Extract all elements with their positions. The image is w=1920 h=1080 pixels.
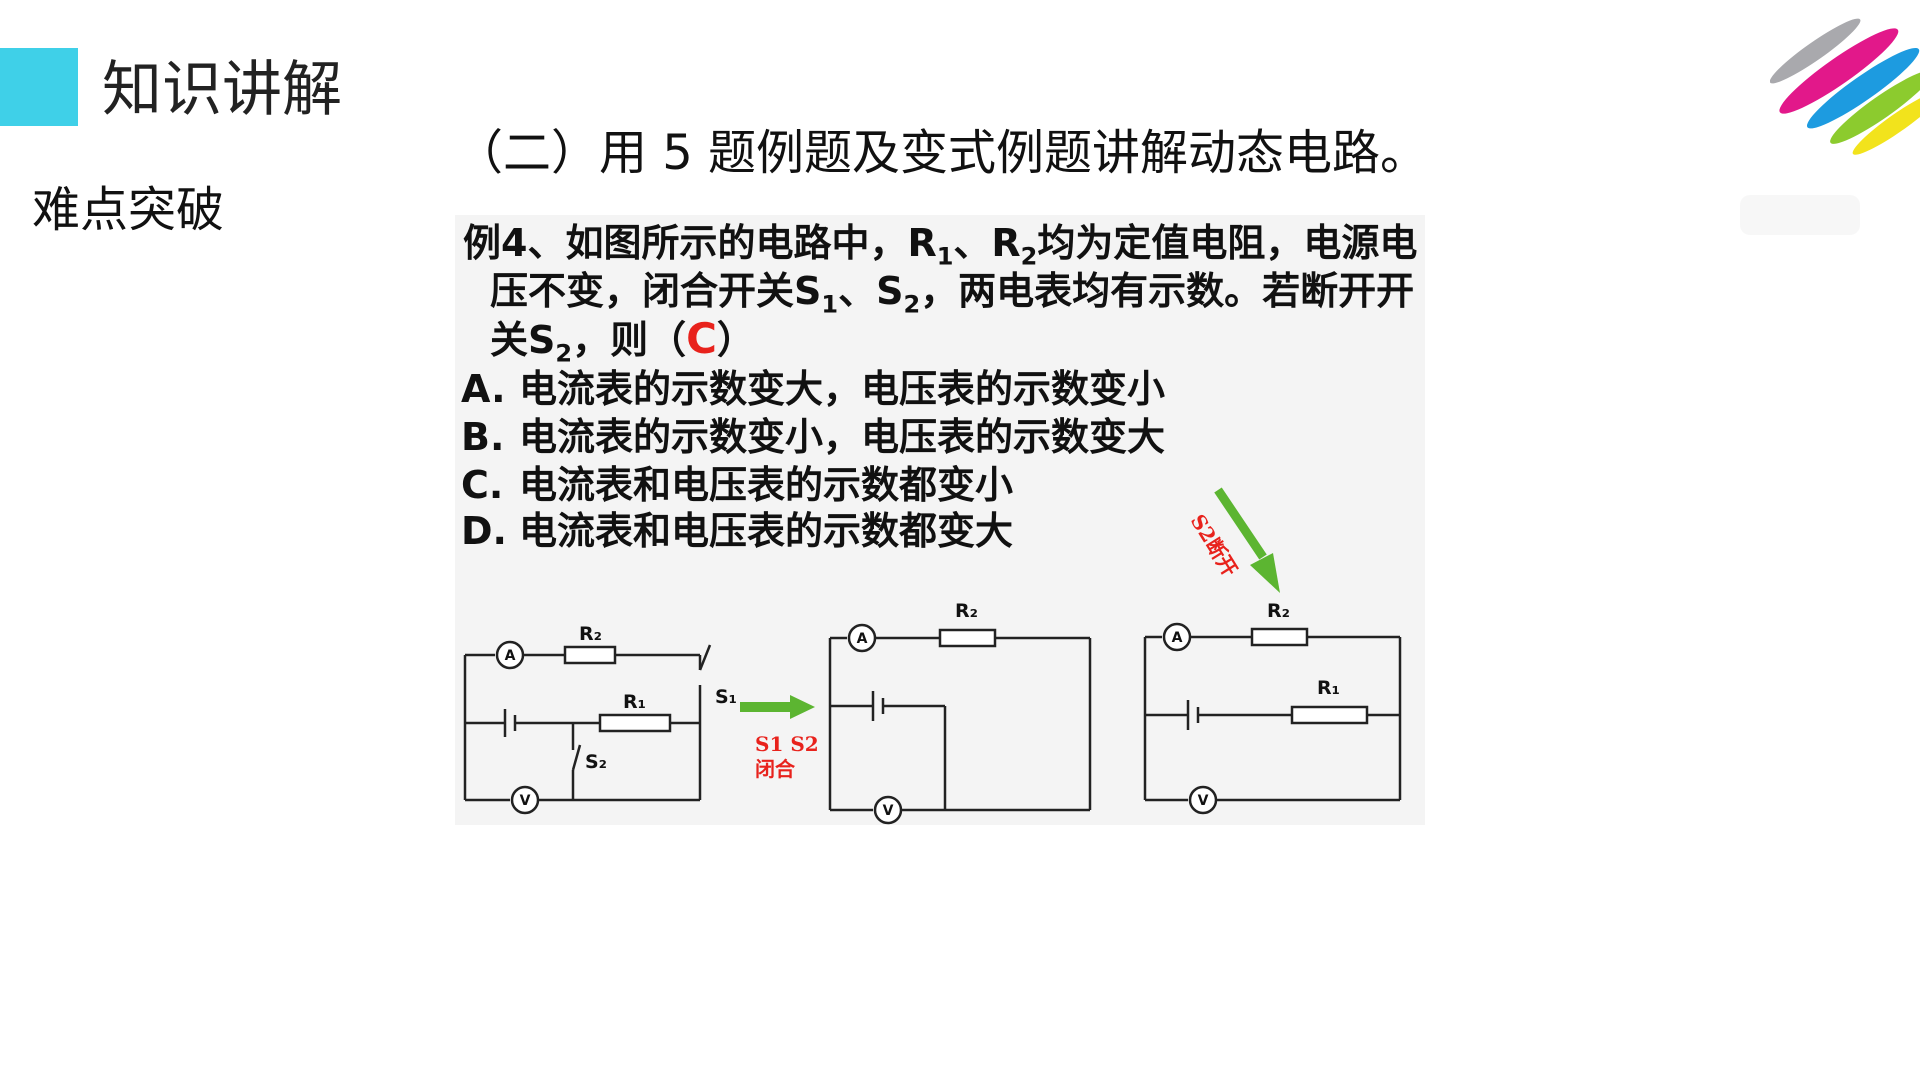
r1-label: R₁: [623, 691, 646, 713]
voltmeter-label: V: [883, 803, 894, 819]
sub-title: 难点突破: [32, 182, 225, 238]
circuit-diagrams: A V A V A V R₂ R₁ S₁ S₂ R₂ R₂ R₁ S1 S2 闭…: [463, 487, 1402, 825]
option-d: D.电流表和电压表的示数都变大: [461, 509, 1014, 553]
circuit-original: [463, 640, 712, 815]
s2-label: S₂: [585, 751, 607, 773]
arrow-s2-open: [1214, 487, 1280, 593]
problem-panel: 例4、如图所示的电路中，R1、R2均为定值电阻，电源电 压不变，闭合开关S1、S…: [455, 215, 1425, 825]
r2-label: R₂: [955, 600, 978, 622]
ammeter-label: A: [505, 648, 516, 664]
r2-label: R₂: [579, 623, 602, 645]
s1-label: S₁: [715, 686, 737, 708]
question-line-3: 关S2，则（C）: [490, 314, 755, 368]
voltmeter-label: V: [520, 793, 531, 809]
question-line-1: 例4、如图所示的电路中，R1、R2均为定值电阻，电源电: [463, 221, 1418, 271]
ammeter-label: A: [857, 631, 868, 647]
option-c: C.电流表和电压表的示数都变小: [461, 463, 1014, 507]
voltmeter-label: V: [1198, 793, 1209, 809]
question-line-2: 压不变，闭合开关S1、S2，两电表均有示数。若断开开: [490, 269, 1415, 319]
section-accent-block: [0, 48, 78, 126]
option-a: A.电流表的示数变大，电压表的示数变小: [461, 367, 1166, 411]
r1-label: R₁: [1317, 677, 1340, 699]
arrow1-label-top: S1 S2: [755, 732, 819, 756]
answer-letter: C: [686, 314, 717, 363]
arrow1-label-bottom: 闭合: [755, 757, 796, 781]
arrow-s1s2-closed: [740, 695, 815, 719]
section-title: 知识讲解: [102, 55, 342, 125]
option-b: B.电流表的示数变小，电压表的示数变大: [461, 415, 1166, 459]
watermark-icon: [1740, 195, 1860, 235]
circuit-s2-open: [1143, 622, 1402, 815]
slide-heading: （二）用 5 题例题及变式例题讲解动态电路。: [455, 125, 1429, 181]
brand-logo-icon: [1770, 18, 1920, 155]
ammeter-label: A: [1172, 630, 1183, 646]
r2-label: R₂: [1267, 600, 1290, 622]
circuit-closed: [828, 623, 1092, 825]
